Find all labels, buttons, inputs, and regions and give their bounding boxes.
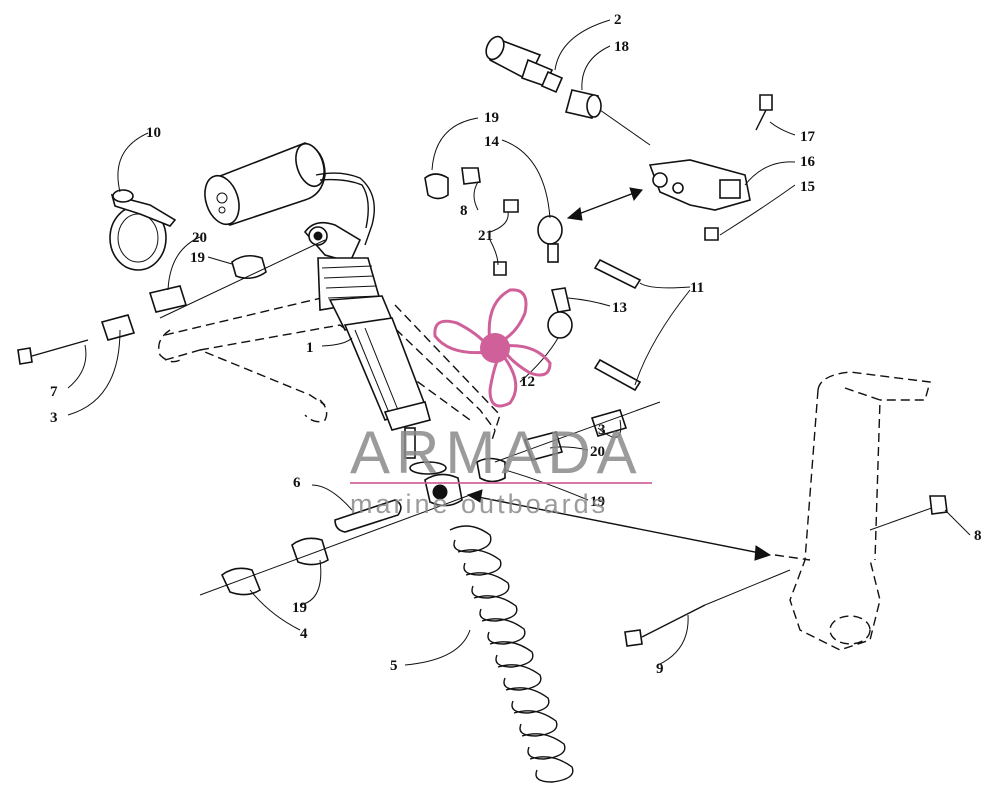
leader-lines [67, 19, 971, 666]
callout-20-top: 20 [192, 230, 207, 246]
rocker-bracket [648, 94, 773, 241]
propeller-logo-icon [433, 288, 552, 408]
callout-12: 12 [520, 374, 535, 390]
callout-19-left: 19 [190, 250, 205, 266]
callout-20-right: 20 [590, 444, 605, 460]
a-arm-phantom [158, 289, 501, 441]
callout-11: 11 [690, 280, 704, 296]
left-bolt-stack [17, 239, 326, 365]
callout-19-top: 19 [484, 110, 499, 126]
callout-6: 6 [293, 475, 301, 491]
shock-absorber [303, 221, 463, 507]
callout-4: 4 [300, 626, 308, 642]
rod-end-links [493, 199, 642, 392]
callout-5: 5 [390, 658, 398, 674]
upper-nut-bushing [424, 167, 481, 200]
armada-watermark: ARMADA marine outboards [350, 288, 652, 519]
callout-9: 9 [656, 661, 664, 677]
callout-17: 17 [800, 129, 816, 145]
callout-1: 1 [306, 340, 314, 356]
callout-15: 15 [800, 179, 815, 195]
callout-14: 14 [484, 134, 500, 150]
callout-16: 16 [800, 154, 816, 170]
watermark-subtitle: marine outboards [350, 489, 608, 519]
callout-10: 10 [146, 125, 161, 141]
callout-labels: 1 2 18 10 20 19 7 3 19 14 8 21 11 13 12 … [50, 12, 982, 677]
callout-2: 2 [614, 12, 622, 28]
shock-reservoir [204, 142, 375, 246]
hose-clamp [109, 189, 177, 271]
callout-3-right: 3 [598, 422, 606, 438]
callout-19-right: 19 [590, 494, 605, 510]
callout-19-bottom: 19 [292, 600, 307, 616]
callout-7: 7 [50, 384, 58, 400]
callout-18: 18 [614, 39, 629, 55]
connection-arrows [466, 187, 772, 561]
spring-seat [334, 499, 402, 533]
spindle-phantom [774, 371, 948, 651]
callout-21: 21 [478, 228, 493, 244]
callout-8-right: 8 [974, 528, 982, 544]
callout-3-left: 3 [50, 410, 58, 426]
long-bolt [624, 569, 791, 647]
top-adapter [485, 35, 651, 146]
coil-spring [449, 525, 574, 783]
watermark-title: ARMADA [350, 419, 643, 486]
callout-13: 13 [612, 300, 627, 316]
callout-8-top: 8 [460, 203, 468, 219]
